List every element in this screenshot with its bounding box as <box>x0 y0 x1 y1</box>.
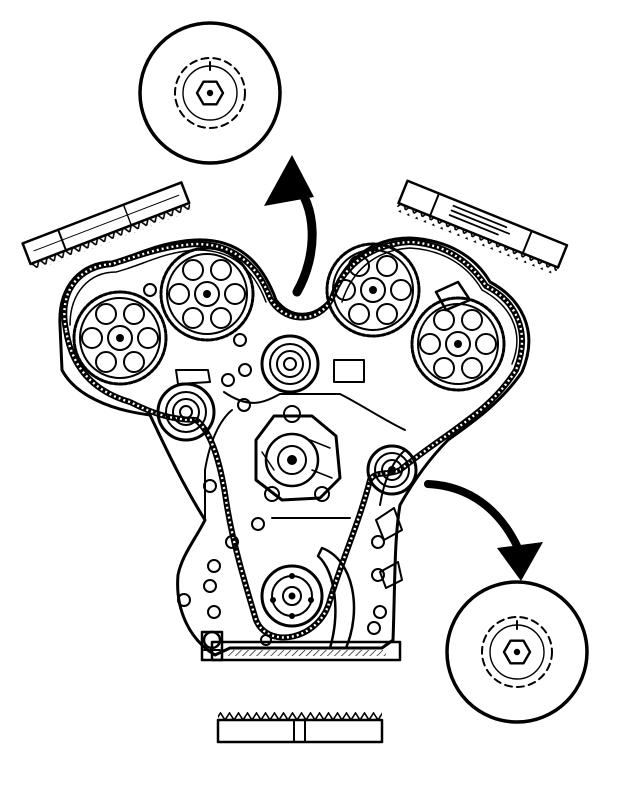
magnified-view-bottom <box>445 580 589 724</box>
mounting-stud <box>200 630 224 662</box>
camshaft-sprocket-right-inner <box>325 242 421 338</box>
bracket-tabs <box>175 369 403 589</box>
magnified-view-top <box>138 21 282 165</box>
idler-pulley-right <box>366 444 418 496</box>
engine-front-cover <box>58 236 531 662</box>
water-pump <box>254 405 342 502</box>
rotation-arrow-icon <box>424 480 543 581</box>
timing-mark-plate <box>333 359 365 383</box>
camshaft-sprocket-right-outer <box>410 280 506 392</box>
camshaft-sprocket-left-inner <box>159 246 255 342</box>
hex-bolt-icon <box>195 80 225 106</box>
camshaft-sprocket-left-outer <box>72 290 168 386</box>
rotation-arrow-icon <box>264 155 317 297</box>
idler-pulley-center <box>260 334 320 394</box>
tensioner-pulley-left <box>156 382 216 442</box>
timing-belt <box>61 239 525 641</box>
cover-bolts <box>143 283 387 646</box>
crankshaft-sprocket <box>260 546 356 650</box>
belt-segment-bottom <box>216 712 384 744</box>
hex-bolt-icon <box>502 639 532 665</box>
belt-segment-right <box>395 179 569 275</box>
belt-segment-left <box>21 181 193 272</box>
